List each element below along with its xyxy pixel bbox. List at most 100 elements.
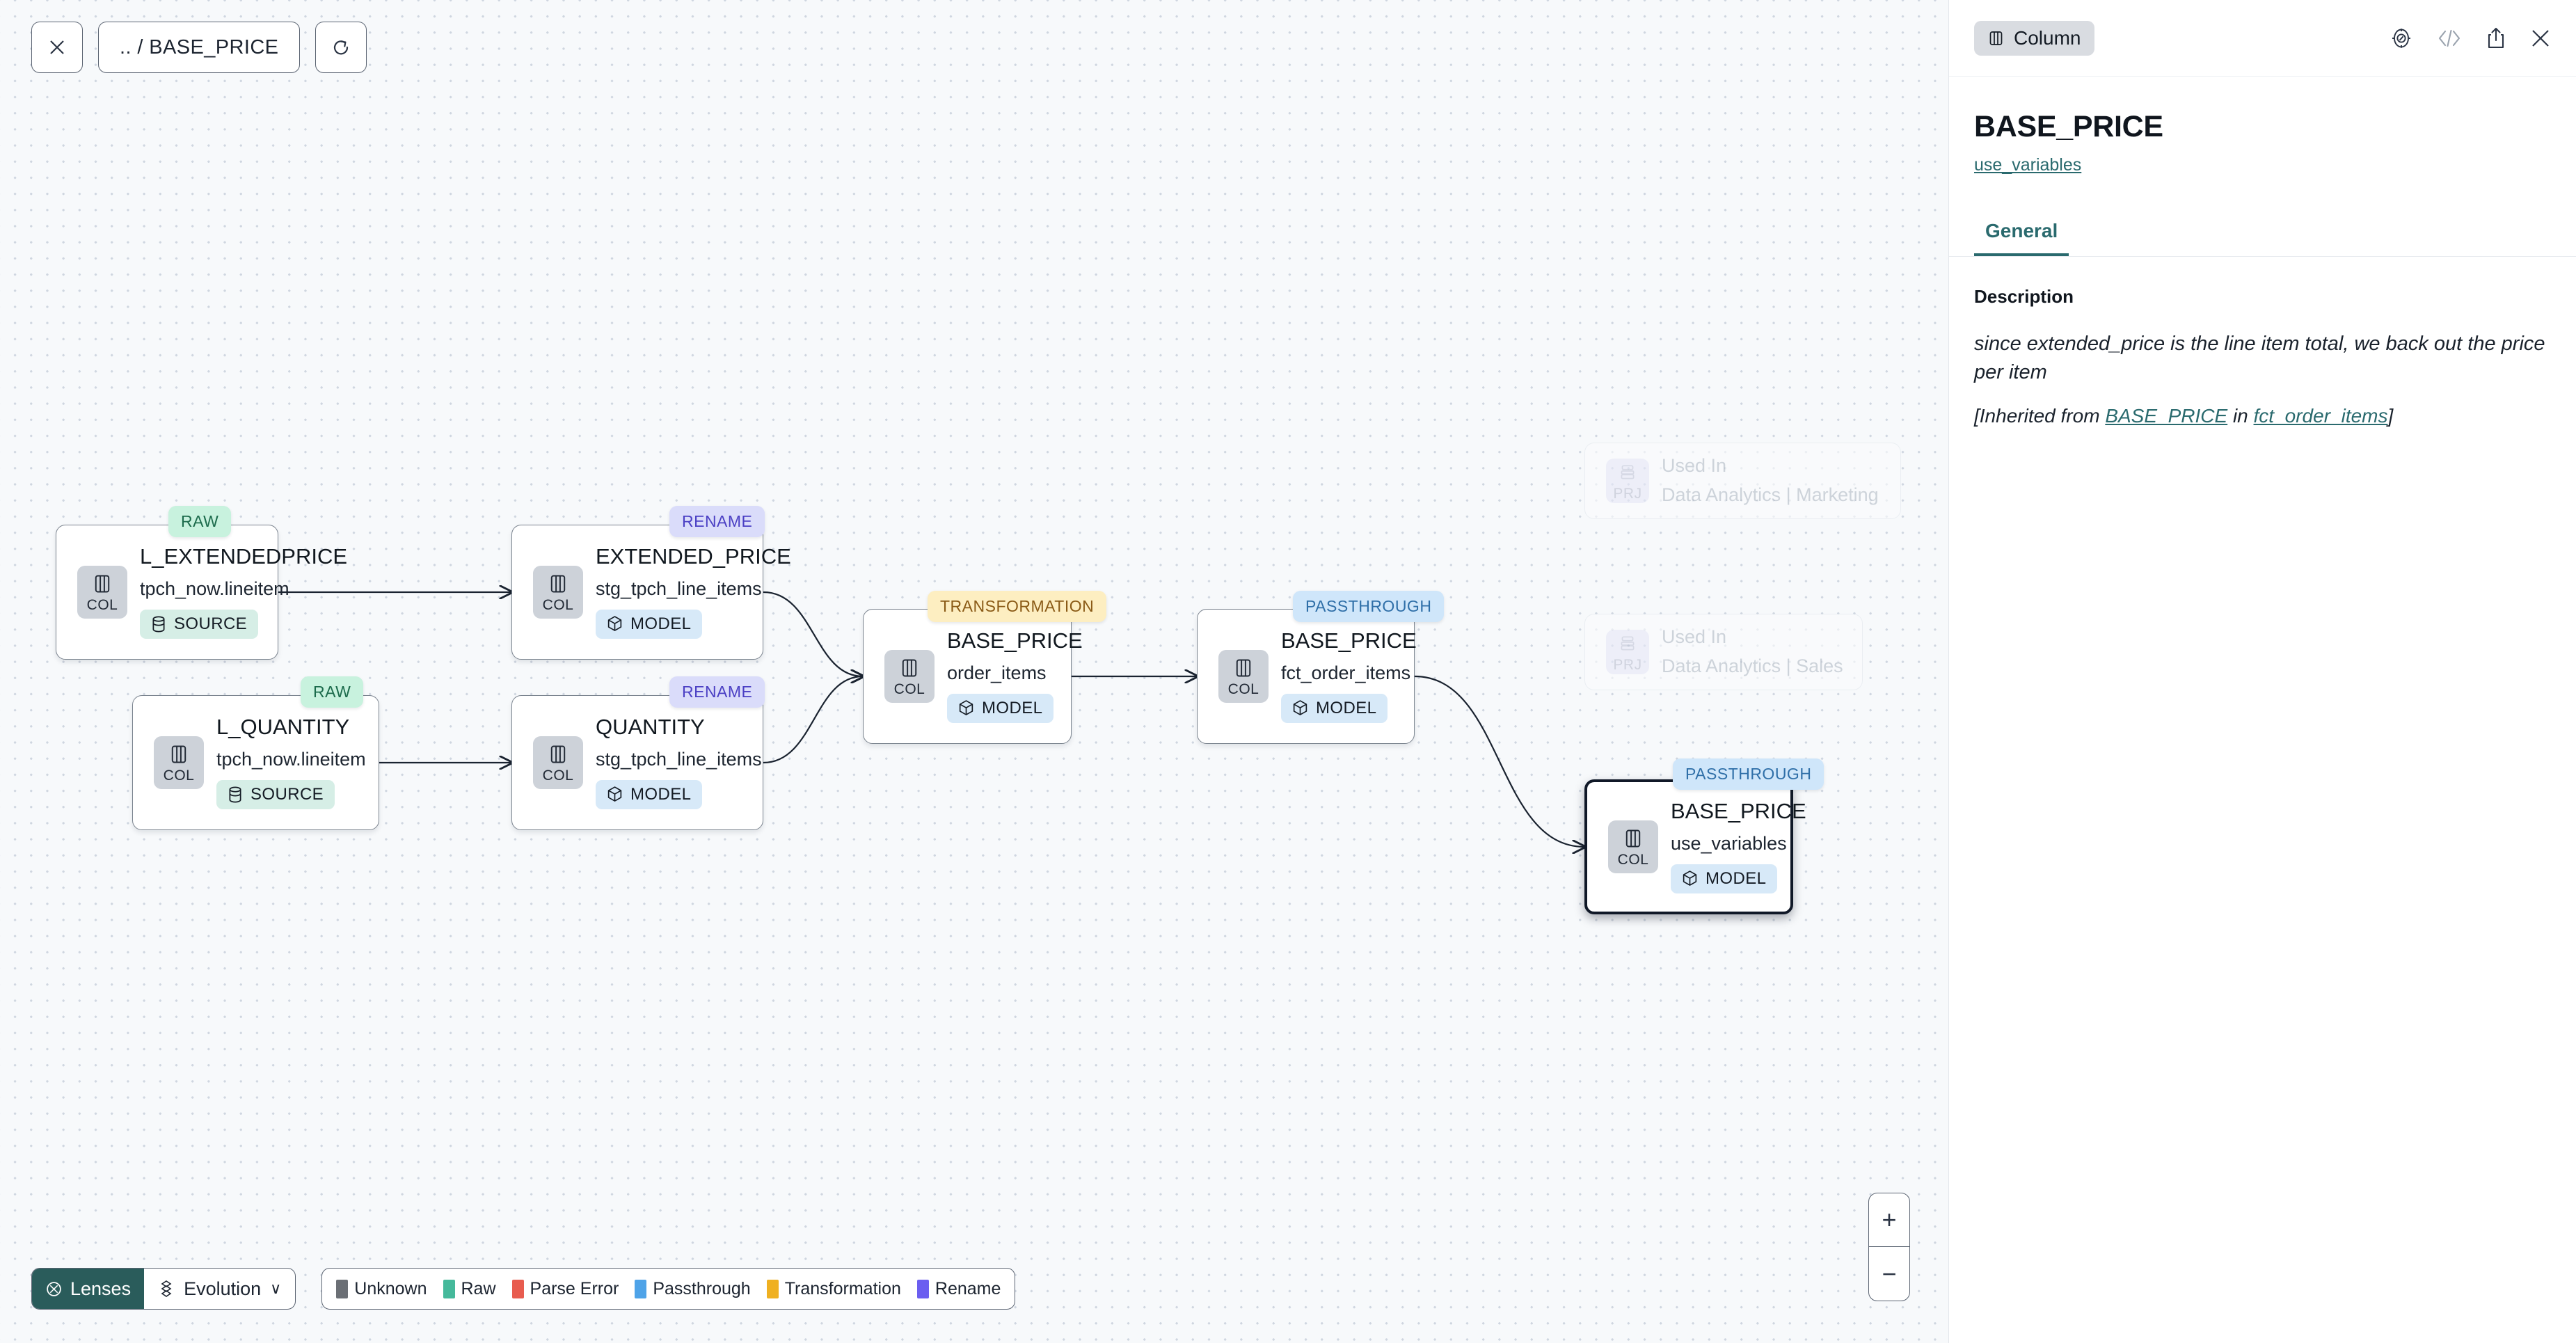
node-kind-chip: SOURCE (216, 779, 335, 809)
refresh-icon (334, 40, 349, 55)
entity-kind-badge: Column (1974, 20, 2095, 56)
legend-item-raw[interactable]: Raw (443, 1279, 496, 1299)
legend-label: Transformation (784, 1278, 901, 1298)
legend-swatch (443, 1279, 455, 1298)
model-cube-icon (607, 616, 622, 632)
node-type-label: COL (542, 768, 574, 784)
lenses-group: Lenses Evolution ∨ (31, 1268, 296, 1310)
node-status-badge-quantity: RENAME (669, 676, 765, 708)
project-icon (1621, 465, 1635, 479)
model-cube-icon (607, 786, 622, 802)
inherited-note: [Inherited from BASE_PRICE in fct_order_… (1974, 405, 2551, 427)
database-icon (229, 786, 241, 803)
legend-item-parse-error[interactable]: Parse Error (511, 1279, 619, 1299)
column-icon (170, 742, 188, 766)
node-subtitle: stg_tpch_line_items (596, 578, 762, 599)
column-icon (1234, 656, 1253, 680)
node-type-label: COL (1617, 852, 1649, 868)
description-section: Description since extended_price is the … (1949, 257, 2576, 427)
node-subtitle: fct_order_items (1281, 662, 1411, 683)
zoom-in-button[interactable]: + (1869, 1193, 1909, 1247)
node-type-label: COL (86, 597, 118, 613)
node-status-badge-base_price_order_items: TRANSFORMATION (928, 591, 1107, 622)
node-type-label: COL (893, 681, 925, 697)
legend-item-rename[interactable]: Rename (916, 1279, 1001, 1299)
inherited-model-link[interactable]: fct_order_items (2253, 405, 2388, 427)
column-icon (902, 659, 917, 677)
inherited-prefix: [Inherited from (1974, 405, 2106, 427)
node-type-box: COL (154, 736, 204, 789)
page-title: BASE_PRICE (1974, 110, 2163, 143)
legend-item-transformation[interactable]: Transformation (766, 1278, 901, 1299)
used-in-label: Used In (1662, 626, 1727, 648)
node-status-badge-extended_price: RENAME (669, 506, 765, 537)
node-type-box: COL (77, 566, 127, 619)
breadcrumb-path-button[interactable]: .. / BASE_PRICE (98, 22, 301, 73)
legend-item-unknown[interactable]: Unknown (336, 1279, 427, 1299)
close-icon[interactable] (2530, 28, 2551, 49)
node-kind-chip: MODEL (596, 609, 703, 639)
status-legend: Unknown Raw Parse Error Passthrough Transfor… (321, 1268, 1016, 1310)
node-type-label: PRJ (1613, 657, 1642, 673)
close-lineage-button[interactable] (31, 22, 83, 73)
node-type-box: COL (884, 650, 935, 703)
node-kind-label: SOURCE (251, 784, 324, 804)
column-icon (549, 742, 567, 766)
node-kind-chip: SOURCE (140, 609, 259, 639)
evolution-label: Evolution (184, 1278, 262, 1299)
legend-swatch (511, 1279, 524, 1298)
node-title: BASE_PRICE (1281, 628, 1417, 653)
node-kind-label: MODEL (982, 698, 1043, 717)
node-kind-label: SOURCE (174, 614, 248, 633)
zoom-out-button[interactable]: − (1882, 1259, 1897, 1288)
legend-swatch (916, 1279, 929, 1298)
node-title: BASE_PRICE (947, 628, 1083, 653)
inherited-column-link[interactable]: BASE_PRICE (2105, 405, 2228, 427)
breadcrumb-label: .. / BASE_PRICE (120, 35, 279, 58)
tab-general[interactable]: General (1974, 220, 2069, 256)
used-in-label: Used In (1662, 455, 1727, 477)
node-type-box: PRJ (1606, 630, 1649, 674)
legend-label: Passthrough (653, 1278, 751, 1298)
column-icon (1236, 659, 1251, 677)
database-icon (152, 616, 165, 633)
node-type-box: COL (533, 566, 583, 619)
column-icon (549, 572, 567, 596)
project-icon (1619, 461, 1637, 484)
column-icon (550, 745, 566, 763)
column-icon (1625, 829, 1641, 848)
model-cube-icon (1293, 700, 1307, 716)
compass-icon[interactable] (2390, 26, 2413, 50)
code-icon[interactable] (2437, 28, 2462, 49)
share-icon[interactable] (2486, 26, 2506, 49)
description-text: since extended_price is the line item to… (1974, 333, 2545, 384)
lenses-button[interactable]: Lenses (32, 1269, 145, 1309)
project-icon (1621, 636, 1635, 651)
refresh-button[interactable] (315, 22, 367, 73)
legend-item-passthrough[interactable]: Passthrough (635, 1278, 751, 1299)
node-kind-label: MODEL (1316, 698, 1377, 717)
column-icon (95, 575, 110, 593)
panel-tabs: General (1949, 220, 2576, 257)
node-subtitle: stg_tpch_line_items (596, 748, 762, 770)
node-type-box: COL (533, 736, 583, 789)
zoom-controls: + − (1868, 1193, 1910, 1301)
evolution-dropdown[interactable]: Evolution ∨ (144, 1269, 295, 1309)
model-cube-icon (1683, 871, 1697, 887)
legend-label: Raw (461, 1278, 496, 1298)
model-link[interactable]: use_variables (1974, 155, 2082, 175)
node-subtitle: use_variables (1671, 832, 1787, 854)
